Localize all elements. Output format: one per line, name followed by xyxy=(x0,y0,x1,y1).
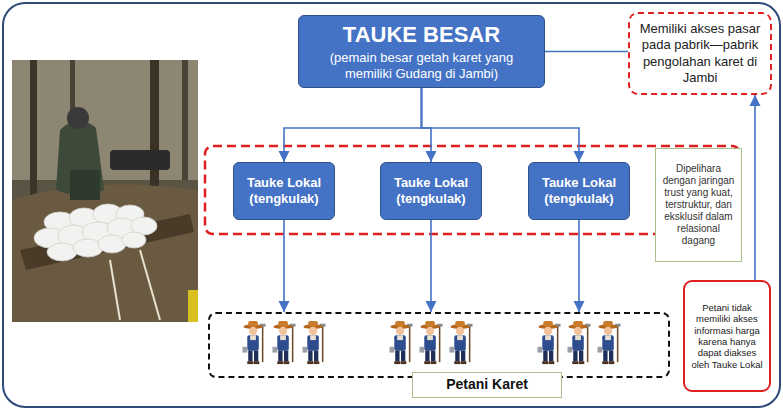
farmer-figure xyxy=(242,321,265,364)
node-heading: Memiliki akses pasar pada pabrik—pabrik … xyxy=(637,21,763,86)
price-info-callout: Petani tidak memiliki akses informasi ha… xyxy=(683,280,771,392)
farmer-figures xyxy=(242,321,620,364)
trust-note-box: Dipelihara dengan jaringan trust yang ku… xyxy=(655,148,742,262)
farmer-figure xyxy=(302,321,325,364)
farmer-figure xyxy=(272,321,295,364)
local-trader-box: Tauke Lokal (tengkulak) xyxy=(233,162,335,220)
connector-arrow xyxy=(422,88,580,162)
farmer-figure xyxy=(537,321,560,364)
farmer-band: Petani Karet xyxy=(208,312,670,378)
connector-arrow xyxy=(578,220,580,312)
connector-arrow xyxy=(545,51,628,53)
node-heading: Petani tidak memiliki akses informasi ha… xyxy=(689,302,765,370)
farmer-figure xyxy=(567,321,590,364)
connector-arrow xyxy=(430,220,432,312)
connector-arrow xyxy=(754,95,756,280)
farmer-figure xyxy=(597,321,620,364)
connector-arrow xyxy=(422,88,432,162)
connector-arrow xyxy=(284,88,422,162)
node-heading: Tauke Lokal (tengkulak) xyxy=(240,175,328,208)
node-heading: Dipelihara dengan jaringan trust yang ku… xyxy=(660,163,737,247)
farmer-figure xyxy=(419,321,442,364)
local-trader-box: Tauke Lokal (tengkulak) xyxy=(380,162,482,220)
connector-arrow xyxy=(283,220,285,312)
node-heading: Tauke Lokal (tengkulak) xyxy=(387,175,475,208)
node-heading: Tauke Lokal (tengkulak) xyxy=(535,175,623,208)
node-heading: TAUKE BESAR xyxy=(343,22,500,47)
main-trader-box: TAUKE BESAR (pemain besar getah karet yan… xyxy=(298,15,545,88)
outer-frame xyxy=(3,3,780,407)
node-heading: Petani Karet xyxy=(412,372,562,398)
node-text: (pemain besar getah karet yang memiliki … xyxy=(305,50,538,81)
local-trader-box: Tauke Lokal (tengkulak) xyxy=(528,162,630,220)
farmer-figure xyxy=(389,321,412,364)
market-access-callout: Memiliki akses pasar pada pabrik—pabrik … xyxy=(628,12,772,95)
farmer-figure xyxy=(449,321,472,364)
rubber-photo xyxy=(12,60,198,322)
